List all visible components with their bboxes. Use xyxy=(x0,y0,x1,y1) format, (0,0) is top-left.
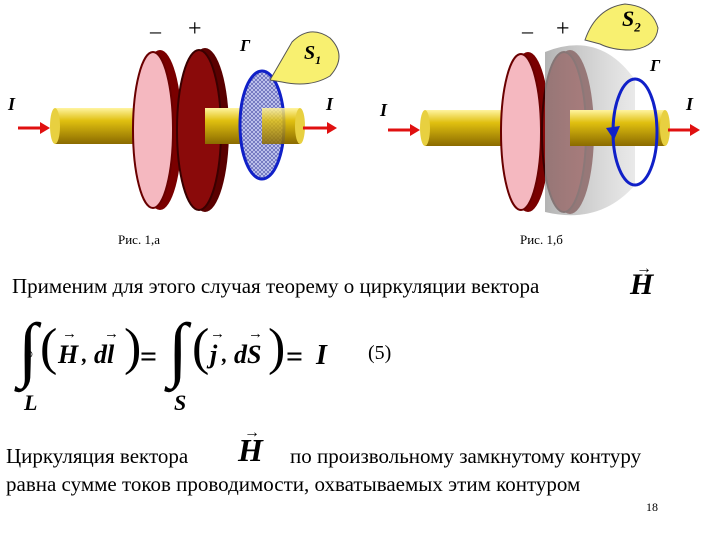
left-rod-in-end xyxy=(50,108,60,144)
left-contour-label: Г xyxy=(240,36,251,55)
page-number: 18 xyxy=(646,500,658,514)
eq-lower-l: L xyxy=(24,390,38,415)
paren-open-left: ( xyxy=(40,319,58,376)
eq-j-vector: →j xyxy=(210,326,225,369)
right-current-arrowhead-out xyxy=(690,124,700,136)
right-current-arrowhead-in xyxy=(410,124,420,136)
right-contour-label: Г xyxy=(650,56,661,75)
right-figure-caption: Рис. 1,б xyxy=(520,232,563,247)
figures xyxy=(18,3,700,216)
figure-left xyxy=(18,31,340,212)
statement-line2: равна сумме токов проводимости, охватыва… xyxy=(6,472,581,496)
right-rod-in xyxy=(425,110,515,146)
integral-sign-left: ∫ xyxy=(18,309,38,389)
eq-lower-s: S xyxy=(174,390,187,415)
eq-dl-vector: →dl xyxy=(94,326,119,369)
left-plate-minus xyxy=(132,50,182,210)
eq-current-i: I xyxy=(316,340,327,371)
eq-comma-left: , xyxy=(82,342,88,367)
right-s2-callout xyxy=(584,3,659,51)
right-minus-sign: – xyxy=(522,18,533,43)
left-s1-callout xyxy=(269,31,340,85)
circulation-equation: ∫ ○ ( →H , →dl ) = ∫ ( →j , →dS ) = I L … xyxy=(0,309,420,422)
eq-equals-2: = xyxy=(286,340,304,373)
left-rod-out-front xyxy=(262,108,300,144)
left-minus-sign: – xyxy=(150,18,161,43)
figure-right xyxy=(388,3,700,216)
closed-contour-mark: ○ xyxy=(24,346,34,363)
left-rod-in xyxy=(55,108,145,144)
left-rod-out-end xyxy=(295,108,305,144)
eq-h-vector: →H xyxy=(58,326,79,369)
statement-line1-b: по произвольному замкнутому контуру xyxy=(290,444,642,468)
statement-vector-h: →H xyxy=(238,424,263,468)
eq-comma-right: , xyxy=(222,342,228,367)
left-current-in-label: I xyxy=(8,94,16,114)
right-s2-label: S2 xyxy=(622,6,641,35)
statement-line1-a: Циркуляция вектора xyxy=(6,444,189,468)
left-current-arrowhead-out xyxy=(327,122,337,134)
left-s1-label: S1 xyxy=(304,42,322,67)
left-figure-caption: Рис. 1,а xyxy=(118,232,160,247)
equation-number: (5) xyxy=(368,342,392,364)
intro-text: Применим для этого случая теорему о цирк… xyxy=(12,274,540,298)
integral-sign-right: ∫ xyxy=(168,309,188,389)
right-current-in-label: I xyxy=(380,100,388,120)
left-current-out-label: I xyxy=(326,94,334,114)
right-current-out-label: I xyxy=(686,94,694,114)
paren-close-right: ) xyxy=(268,319,286,376)
left-plus-sign: + xyxy=(188,16,202,42)
paren-open-right: ( xyxy=(192,319,210,376)
left-current-arrowhead-in xyxy=(40,122,50,134)
right-contour-arrowhead xyxy=(606,126,620,140)
right-plate-minus xyxy=(500,52,550,212)
right-rod-in-end xyxy=(420,110,430,146)
eq-ds-vector: →dS xyxy=(234,326,263,369)
vector-h-symbol: →H xyxy=(630,260,654,301)
eq-equals-1: = xyxy=(140,340,158,373)
right-plus-sign: + xyxy=(556,16,570,42)
right-rod-out-end xyxy=(660,110,670,146)
paren-close-left: ) xyxy=(124,319,142,376)
